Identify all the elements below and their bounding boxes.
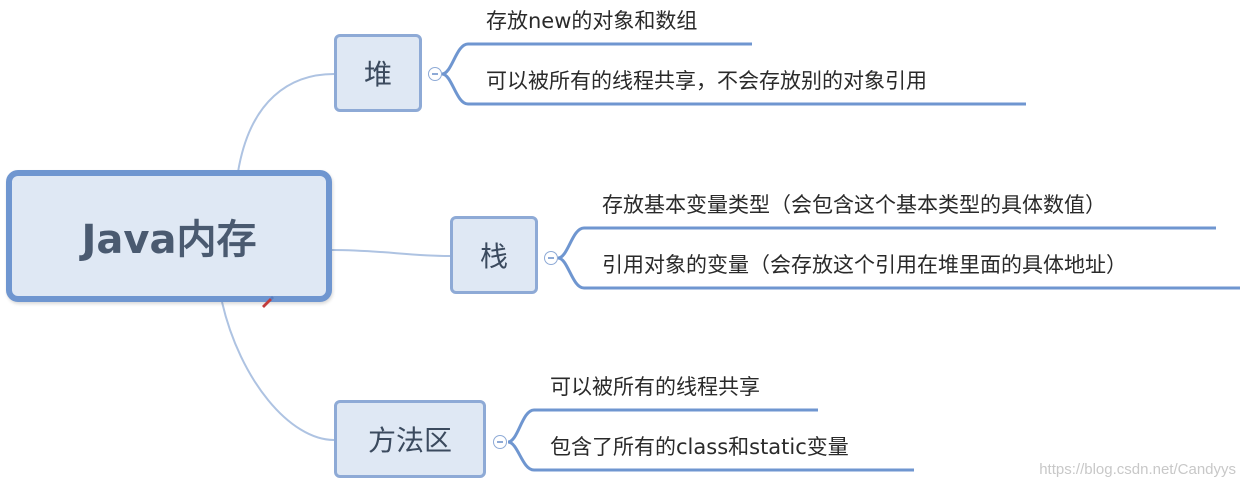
leaf-heap-1[interactable]: 存放new的对象和数组	[486, 9, 698, 33]
leaf-stack-2[interactable]: 引用对象的变量（会存放这个引用在堆里面的具体地址）	[602, 253, 1127, 277]
edge-heap-item-1	[441, 42, 752, 76]
branch-label-heap: 堆	[363, 58, 392, 91]
edge-method-item-2	[507, 440, 914, 472]
edge-stack-item-1	[557, 226, 1216, 260]
leaf-method-1[interactable]: 可以被所有的线程共享	[550, 375, 760, 399]
edge-heap-item-2	[441, 72, 1026, 106]
watermark: https://blog.csdn.net/Candyys	[1039, 461, 1236, 478]
edge-root-stack	[331, 249, 451, 257]
branch-label-method-area: 方法区	[367, 424, 452, 457]
collapse-toggle-stack[interactable]	[544, 251, 558, 265]
edge-root-method	[221, 301, 335, 441]
leaf-method-2[interactable]: 包含了所有的class和static变量	[550, 435, 849, 459]
branch-node-stack[interactable]: 栈	[450, 216, 538, 294]
branch-node-method-area[interactable]: 方法区	[334, 400, 486, 478]
collapse-toggle-method-area[interactable]	[493, 435, 507, 449]
edge-stack-item-2	[557, 256, 1240, 290]
root-label: Java内存	[81, 217, 257, 263]
pen-cursor-icon	[262, 296, 274, 308]
branch-label-stack: 栈	[479, 240, 508, 273]
edge-method-item-1	[507, 408, 818, 444]
branch-node-heap[interactable]: 堆	[334, 34, 422, 112]
collapse-toggle-heap[interactable]	[428, 67, 442, 81]
edge-root-heap	[237, 73, 335, 173]
root-node[interactable]: Java内存	[6, 170, 332, 302]
leaf-heap-2[interactable]: 可以被所有的线程共享，不会存放别的对象引用	[486, 69, 927, 93]
leaf-stack-1[interactable]: 存放基本变量类型（会包含这个基本类型的具体数值）	[602, 193, 1106, 217]
